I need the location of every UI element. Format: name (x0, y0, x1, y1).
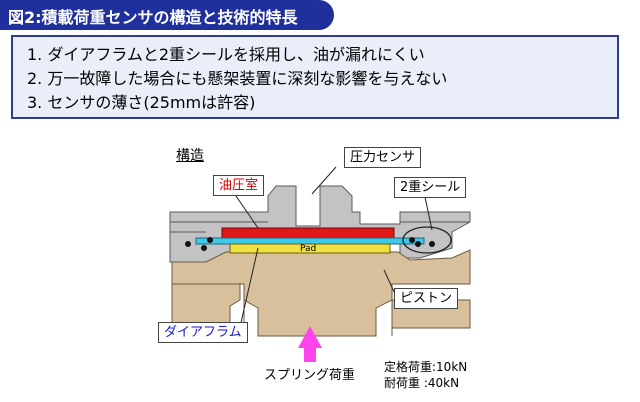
feature-list: 1. ダイアフラムと2重シールを採用し、油が漏れにくい 2. 万一故障した場合に… (27, 43, 447, 115)
rated-load-label: 定格荷重:10kN (384, 360, 468, 374)
pad-label: Pad (300, 244, 317, 254)
feature-item-2: 2. 万一故障した場合にも懸架装置に深刻な影響を与えない (27, 69, 448, 88)
feature-item-1: 1. ダイアフラムと2重シールを採用し、油が漏れにくい (27, 45, 425, 64)
spring-load-arrow (298, 326, 322, 362)
page-title: 図2:積載荷重センサの構造と技術的特長 (8, 8, 298, 27)
double-seal-label: 2重シール (394, 177, 467, 198)
pad (229, 243, 391, 254)
seal-highlight (402, 226, 452, 254)
oil-chamber (221, 227, 395, 239)
pressure-sensor-label: 圧力センサ (344, 147, 422, 168)
structure-label: 構造 (176, 148, 204, 164)
diaphragm-label: ダイアフラム (158, 322, 248, 343)
spring-load-label: スプリング荷重 (264, 368, 356, 383)
seal-dots (185, 237, 435, 251)
feature-item-3: 3. センサの薄さ(25mmは許容) (27, 93, 256, 112)
oil-chamber-label: 油圧室 (213, 175, 265, 196)
title-badge: 図2:積載荷重センサの構造と技術的特長 (0, 0, 334, 30)
piston-label: ピストン (394, 288, 459, 309)
feature-box: 1. ダイアフラムと2重シールを採用し、油が漏れにくい 2. 万一故障した場合に… (11, 35, 619, 119)
withstand-load-label: 耐荷重 :40kN (384, 376, 460, 390)
